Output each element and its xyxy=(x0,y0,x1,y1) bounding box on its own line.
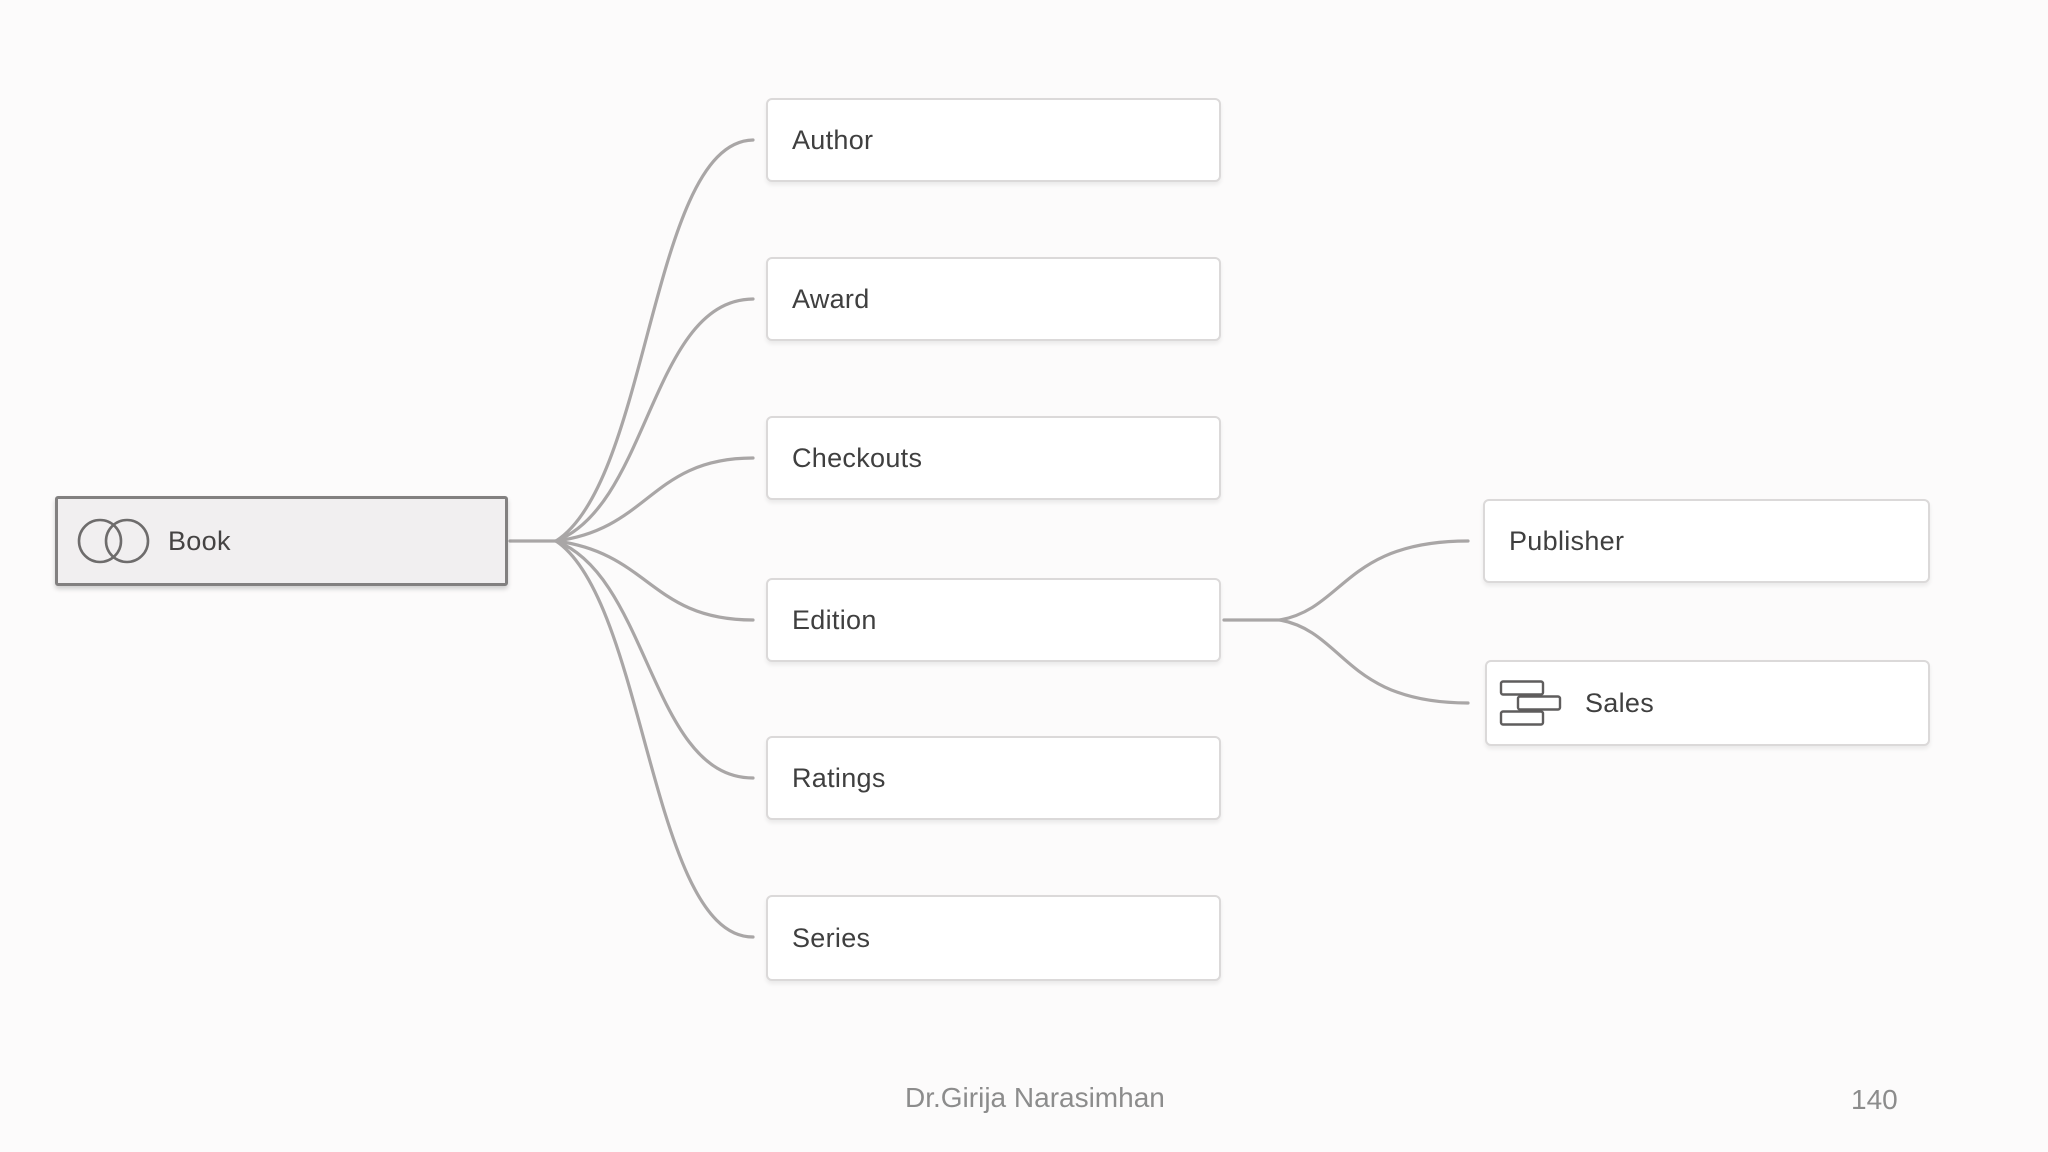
node-label: Award xyxy=(792,283,870,314)
connector-book-award xyxy=(554,297,755,543)
venn-diagram-icon xyxy=(74,516,154,566)
node-sales[interactable]: Sales xyxy=(1485,660,1930,746)
node-label: Series xyxy=(792,922,871,953)
slide-page-number: 140 xyxy=(1851,1084,1898,1115)
connector-book-series xyxy=(554,539,755,939)
connector-edition-publisher xyxy=(1278,539,1470,622)
node-book[interactable]: Book xyxy=(55,496,508,586)
connector-book-author xyxy=(554,138,755,543)
footer-author: Dr.Girija Narasimhan xyxy=(905,1082,1165,1113)
node-award[interactable]: Award xyxy=(766,257,1221,341)
connector-edition-sales xyxy=(1278,618,1470,705)
connector-book-ratings xyxy=(554,539,755,780)
node-series[interactable]: Series xyxy=(766,895,1221,981)
node-publisher[interactable]: Publisher xyxy=(1483,499,1930,583)
node-author[interactable]: Author xyxy=(766,98,1221,182)
node-label: Checkouts xyxy=(792,442,923,473)
node-label: Publisher xyxy=(1509,525,1625,556)
node-ratings[interactable]: Ratings xyxy=(766,736,1221,820)
node-checkouts[interactable]: Checkouts xyxy=(766,416,1221,500)
node-label: Book xyxy=(168,525,231,556)
node-label: Ratings xyxy=(792,762,886,793)
connector-book-checkouts xyxy=(554,456,755,543)
node-label: Sales xyxy=(1585,687,1655,718)
stacked-blocks-icon xyxy=(1499,679,1563,727)
node-label: Author xyxy=(792,124,874,155)
node-label: Edition xyxy=(792,604,877,635)
node-edition[interactable]: Edition xyxy=(766,578,1221,662)
connector-book-edition xyxy=(554,539,755,622)
